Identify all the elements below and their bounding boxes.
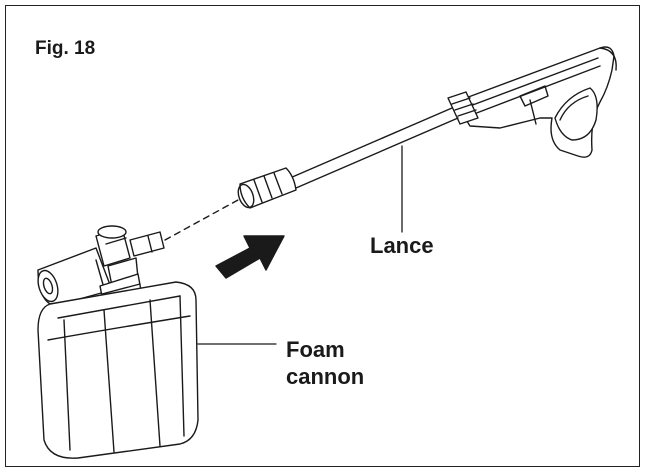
figure-label: Fig. 18 bbox=[35, 38, 96, 59]
connection-dash bbox=[164, 199, 239, 241]
foam-cannon-head bbox=[37, 225, 165, 307]
lance-callout: Lance bbox=[370, 233, 434, 258]
lance-tube bbox=[289, 107, 459, 189]
lance-front-fitting bbox=[237, 167, 297, 209]
foam-cannon-callout: Foam cannon bbox=[286, 336, 364, 390]
foam-bottle bbox=[37, 281, 199, 459]
push-arrow bbox=[215, 235, 285, 279]
lance-rear-fitting bbox=[447, 91, 479, 125]
foam-callout-line1: Foam bbox=[286, 337, 345, 362]
foam-callout-line2: cannon bbox=[286, 364, 365, 389]
spray-gun-handle bbox=[454, 46, 617, 158]
